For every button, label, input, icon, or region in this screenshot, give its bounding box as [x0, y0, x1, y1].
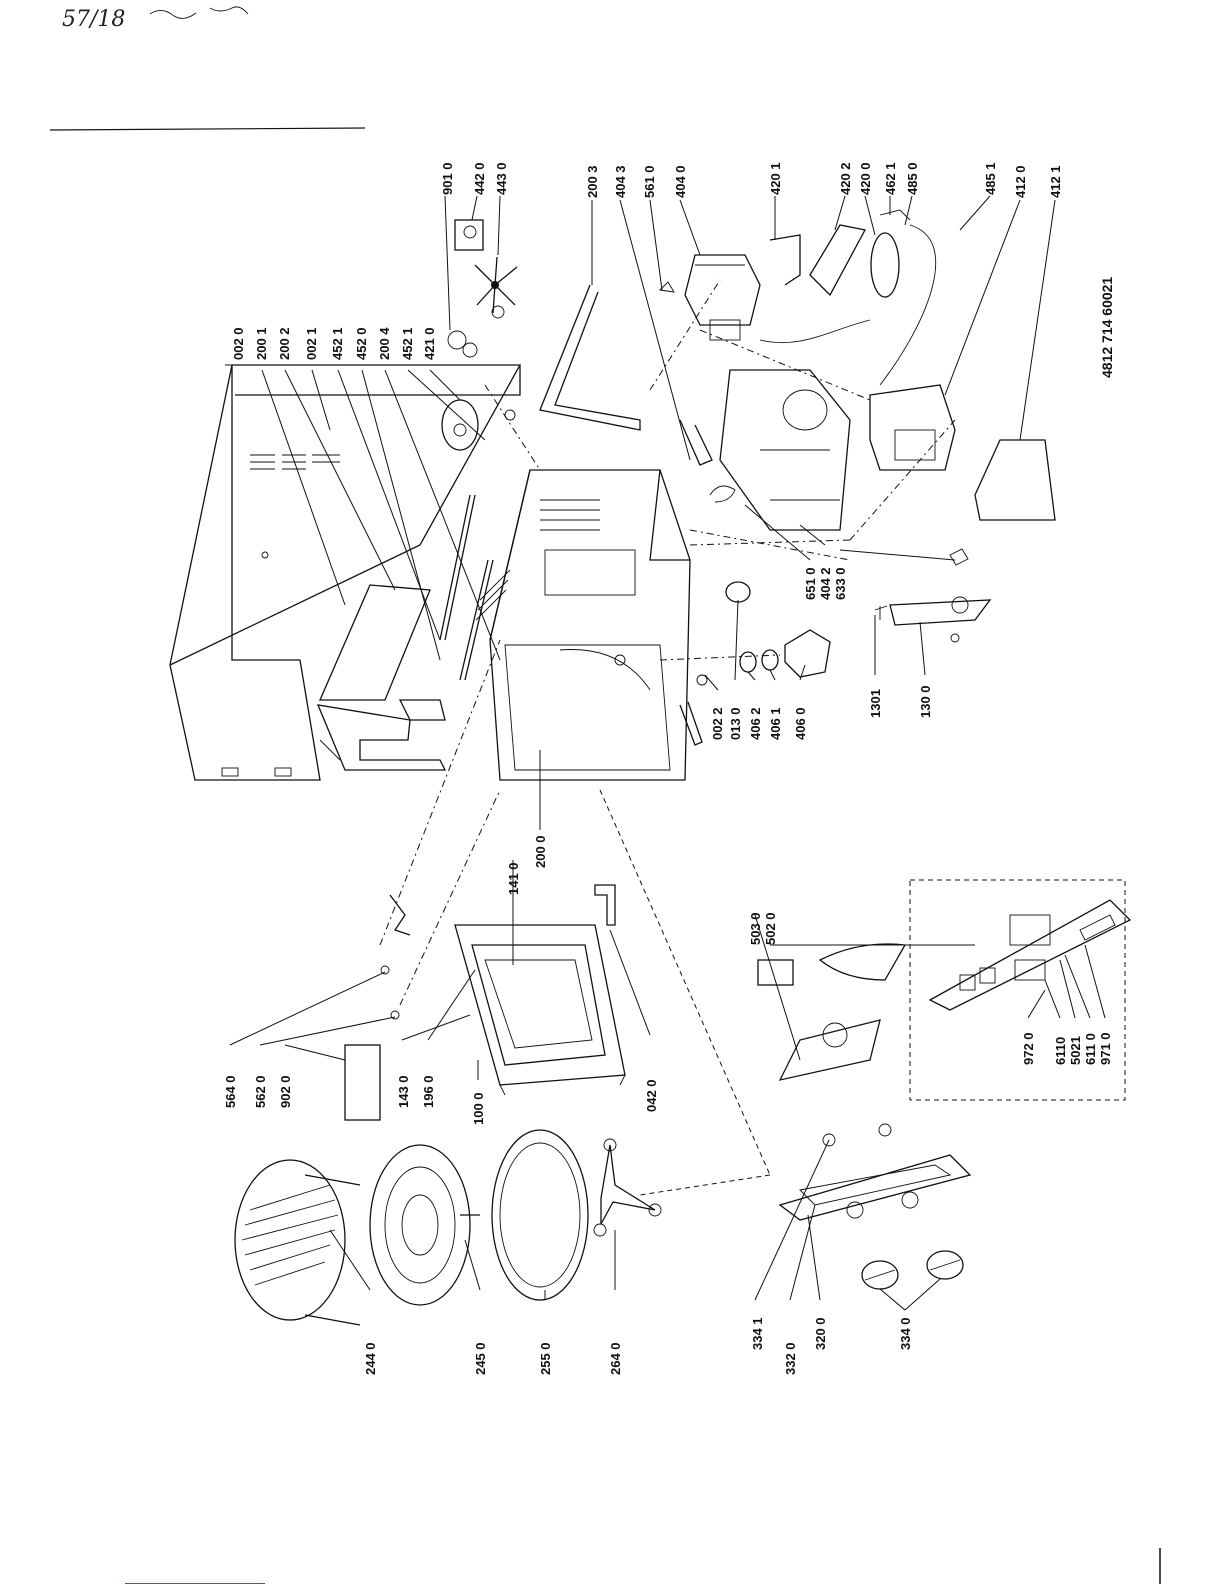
capacitor-group [769, 209, 911, 298]
label-5020: 502 0 [763, 912, 778, 945]
label-5021: 5021 [1068, 1036, 1083, 1065]
label-4430: 443 0 [494, 162, 509, 195]
label-2003: 200 3 [585, 165, 600, 198]
turntable-plate [491, 1129, 589, 1301]
label-1300: 130 0 [918, 685, 933, 718]
svg-text:57/18: 57/18 [62, 7, 125, 32]
label-9010: 901 0 [440, 162, 455, 195]
label-6110: 6110 [1053, 1037, 1068, 1065]
door-frame-bracket [539, 284, 713, 466]
label-6111: 611 0 [1083, 1033, 1098, 1065]
label-2000: 200 0 [533, 835, 548, 868]
electronics-inset-frame [909, 879, 1126, 1101]
crisp-plate-rack [369, 1144, 480, 1306]
hv-wire [879, 224, 937, 386]
label-5640: 564 0 [223, 1075, 238, 1108]
label-4120: 412 0 [1013, 165, 1028, 198]
label-9720: 972 0 [1021, 1032, 1036, 1065]
label-4201: 420 1 [768, 162, 783, 195]
label-2640: 264 0 [608, 1342, 623, 1375]
grill-rack [234, 1159, 361, 1326]
label-4520: 452 0 [354, 327, 369, 360]
label-4210: 421 0 [422, 327, 437, 360]
label-0420: 042 0 [644, 1079, 659, 1112]
label-0022: 002 2 [710, 707, 725, 740]
magnetron [659, 254, 761, 341]
leader-lines [225, 195, 1106, 1311]
label-4850: 485 0 [905, 162, 920, 195]
handwritten-note: 57/18 [62, 6, 249, 32]
component-cover [974, 439, 1056, 521]
oven-door [454, 924, 626, 1096]
heating-rods [439, 305, 516, 681]
label-0020: 002 0 [231, 327, 246, 360]
label-4621: 462 1 [883, 162, 898, 195]
lv-wire [759, 319, 871, 344]
label-4042: 404 2 [818, 567, 833, 600]
label-2450: 245 0 [473, 1342, 488, 1375]
control-panel [778, 1123, 972, 1221]
doc-number: 4812 714 60021 [1099, 277, 1115, 378]
waveguide-assembly [709, 369, 851, 531]
hv-transformer [869, 384, 956, 471]
label-1960: 196 0 [421, 1075, 436, 1108]
keypad-panel [757, 943, 907, 986]
label-3320: 332 0 [783, 1342, 798, 1375]
label-2550: 255 0 [538, 1342, 553, 1375]
label-4040: 404 0 [673, 165, 688, 198]
label-5610: 561 0 [642, 165, 657, 198]
label-4062: 406 2 [748, 707, 763, 740]
control-pcb [928, 899, 1132, 1011]
label-5030: 503 0 [748, 912, 763, 945]
oven-cavity [475, 469, 691, 781]
label-4200: 420 0 [858, 162, 873, 195]
header-rule [49, 127, 366, 131]
turntable-support [593, 1138, 662, 1237]
label-4521b: 452 1 [400, 327, 415, 360]
interlock-switch [874, 548, 992, 643]
label-4043: 404 3 [613, 165, 628, 198]
label-2440: 244 0 [363, 1342, 378, 1375]
outer-cabinet [169, 364, 522, 781]
control-knobs [861, 1250, 964, 1290]
label-2001: 200 1 [254, 327, 269, 360]
label-4521a: 452 1 [330, 327, 345, 360]
label-6330: 633 0 [833, 567, 848, 600]
label-4420: 442 0 [472, 162, 487, 195]
door-latch-parts [344, 894, 411, 1121]
label-2002: 200 2 [277, 327, 292, 360]
side-panel-assembly [316, 584, 447, 771]
label-9710: 971 0 [1098, 1032, 1113, 1065]
fan-motor-assembly [441, 219, 518, 451]
timer-module [778, 1019, 881, 1081]
part-labels: 002 0 200 1 200 2 002 1 452 1 452 0 200 … [223, 162, 1115, 1375]
cavity-bracket [679, 701, 703, 746]
label-3340: 334 0 [898, 1317, 913, 1350]
label-3341: 334 1 [750, 1317, 765, 1350]
assembly-lines [379, 279, 956, 1196]
label-1410: 141 0 [506, 862, 521, 895]
label-1000: 100 0 [471, 1092, 486, 1125]
label-0021: 002 1 [304, 327, 319, 360]
label-4061: 406 1 [768, 707, 783, 740]
label-6510: 651 0 [803, 567, 818, 600]
label-2004: 200 4 [377, 327, 392, 360]
label-1301: 1301 [868, 689, 883, 718]
label-0130: 013 0 [728, 707, 743, 740]
label-4060: 406 0 [793, 707, 808, 740]
door-hinge [594, 884, 616, 926]
label-1430: 143 0 [396, 1075, 411, 1108]
label-4851: 485 1 [983, 162, 998, 195]
label-4121: 412 1 [1048, 165, 1063, 198]
label-9020: 902 0 [278, 1075, 293, 1108]
label-3200: 320 0 [813, 1317, 828, 1350]
label-5620: 562 0 [253, 1075, 268, 1108]
label-4202: 420 2 [838, 162, 853, 195]
